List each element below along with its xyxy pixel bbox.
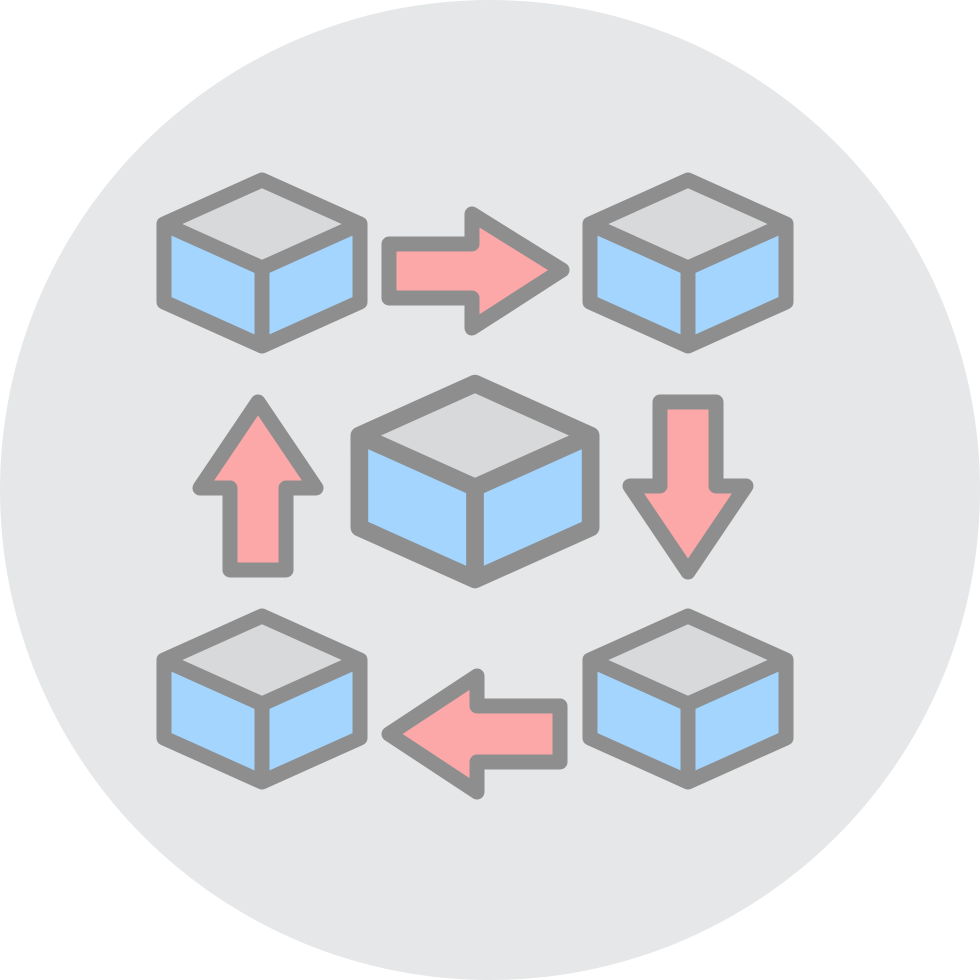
cube-top-left-icon	[164, 180, 360, 346]
arrow-right-icon	[381, 206, 570, 336]
cube-bottom-left-icon	[164, 616, 360, 782]
arrow-down-icon	[622, 394, 754, 580]
cube-top-right-icon	[590, 180, 786, 346]
cube-bottom-right-icon	[590, 616, 786, 782]
arrow-left-icon	[381, 668, 568, 800]
arrow-up-icon	[192, 394, 324, 578]
cube-center-icon	[359, 384, 590, 580]
